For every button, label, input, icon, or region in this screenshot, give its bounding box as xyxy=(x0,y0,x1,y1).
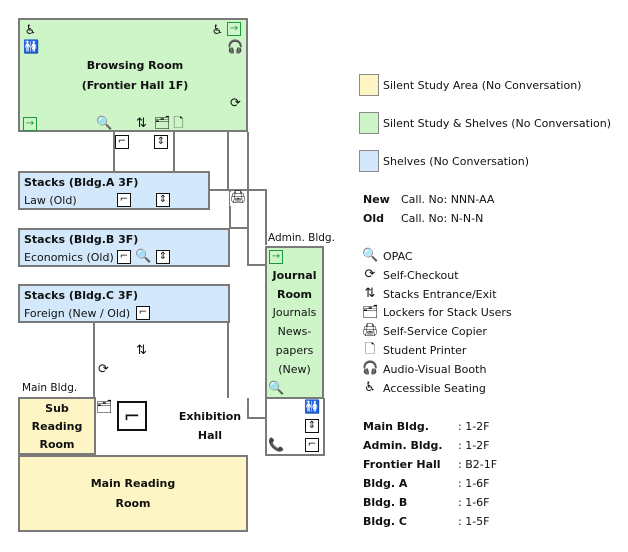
floor-name-c: Bldg. C xyxy=(363,515,407,528)
search-icon: 🔍 xyxy=(96,116,113,131)
entrance-icon: → xyxy=(269,250,283,264)
legend-icon-label-copier: Self-Service Copier xyxy=(383,325,487,338)
locker-icon: 🗂 xyxy=(154,116,171,131)
journal-room-journals: Journals xyxy=(272,306,317,319)
call-old-key: Old xyxy=(363,212,384,225)
floor-value-b: : 1-6F xyxy=(458,496,490,509)
browsing-room-title: Browsing Room xyxy=(86,59,184,72)
floor-name-a: Bldg. A xyxy=(363,477,408,490)
main-reading-room: Main Reading Room xyxy=(18,455,248,532)
main-reading-line1: Main Reading xyxy=(90,477,176,490)
main-reading-line2: Room xyxy=(115,497,151,510)
self-checkout-icon: ⟳ xyxy=(230,96,241,111)
stacks-c-title: Stacks (Bldg.C 3F) xyxy=(24,289,139,302)
journal-room-news: News- xyxy=(277,325,312,338)
copier-icon: 🖨 xyxy=(362,323,379,338)
stairs-icon: ⌐ xyxy=(115,135,129,149)
legend-icon-label-stacks: Stacks Entrance/Exit xyxy=(383,288,497,301)
restroom-icon: 🚻 xyxy=(23,40,40,55)
stairs-icon: ⌐ xyxy=(136,306,150,320)
copier-icon: 🖨 xyxy=(230,190,247,206)
stacks-c-room: Stacks (Bldg.C 3F) Foreign (New / Old) ⌐ xyxy=(18,284,230,323)
stacks-c-subtitle: Foreign (New / Old) xyxy=(24,307,131,320)
floor-name-admin: Admin. Bldg. xyxy=(363,439,443,452)
legend-area-3: Shelves (No Conversation) xyxy=(383,155,530,168)
floor-value-admin: : 1-2F xyxy=(458,439,490,452)
call-new-value: Call. No: NNN-AA xyxy=(401,193,495,206)
accessible-icon: ♿ xyxy=(24,23,37,38)
floor-value-main: : 1-2F xyxy=(458,420,490,433)
phone-icon: 📞 xyxy=(268,438,285,453)
journal-room-title: Journal xyxy=(272,269,317,282)
legend-swatch-yellow xyxy=(359,74,379,96)
elevator-icon: ⇕ xyxy=(154,135,168,149)
search-icon: 🔍 xyxy=(135,249,152,264)
sub-reading-line3: Room xyxy=(39,438,75,451)
call-new-key: New xyxy=(363,193,390,206)
legend-swatch-green xyxy=(359,112,379,134)
headphones-icon: 🎧 xyxy=(362,361,379,376)
sub-reading-line1: Sub xyxy=(45,402,69,415)
legend-icon-label-lockers: Lockers for Stack Users xyxy=(383,306,512,319)
stacks-b-subtitle: Economics (Old) xyxy=(24,251,114,264)
floor-value-c: : 1-5F xyxy=(458,515,490,528)
browsing-room-subtitle: (Frontier Hall 1F) xyxy=(81,79,189,92)
floor-name-main: Main Bldg. xyxy=(363,420,429,433)
exhibition-hall-line2: Hall xyxy=(197,429,223,442)
main-stairs-icon: ⌐ xyxy=(117,401,147,431)
stairs-icon: ⌐ xyxy=(117,250,131,264)
legend-swatch-blue xyxy=(359,150,379,172)
printer-icon: 🗋 xyxy=(173,116,184,131)
floor-name-b: Bldg. B xyxy=(363,496,408,509)
stacks-entrance-icon: ⇅ xyxy=(364,286,376,301)
floor-value-frontier: : B2-1F xyxy=(458,458,498,471)
locker-icon: 🗂 xyxy=(96,400,113,415)
stacks-entrance-icon: ⇅ xyxy=(136,343,147,358)
call-old-value: Call. No: N-N-N xyxy=(401,212,484,225)
browsing-room: Browsing Room (Frontier Hall 1F) ♿ 🚻 ♿ →… xyxy=(18,18,248,132)
stairs-icon: ⌐ xyxy=(117,193,131,207)
main-bldg-label: Main Bldg. xyxy=(22,382,78,394)
elevator-icon: ⇕ xyxy=(305,419,319,433)
locker-icon: 🗂 xyxy=(362,305,379,320)
legend-icon-label-checkout: Self-Checkout xyxy=(383,269,459,282)
search-icon: 🔍 xyxy=(268,381,285,396)
stacks-a-title: Stacks (Bldg.A 3F) xyxy=(24,176,139,189)
accessible-icon: ♿ xyxy=(211,23,224,38)
accessible-icon: ♿ xyxy=(364,380,376,395)
printer-icon: 🗋 xyxy=(364,342,376,357)
stairs-icon: ⌐ xyxy=(305,438,319,452)
legend-area-2: Silent Study & Shelves (No Conversation) xyxy=(383,117,612,130)
journal-room-papers: papers xyxy=(275,344,314,357)
exhibition-hall-line1: Exhibition xyxy=(178,410,242,423)
stacks-entrance-icon: ⇅ xyxy=(136,116,147,131)
elevator-icon: ⇕ xyxy=(156,193,170,207)
legend-area-1: Silent Study Area (No Conversation) xyxy=(383,79,582,92)
restroom-icon: 🚻 xyxy=(304,400,321,415)
journal-room: → Journal Room Journals News- papers (Ne… xyxy=(265,246,324,399)
floor-value-a: : 1-6F xyxy=(458,477,490,490)
legend-icon-label-printer: Student Printer xyxy=(383,344,467,357)
legend-icon-label-av: Audio-Visual Booth xyxy=(383,363,487,376)
legend-icon-label-accessible: Accessible Seating xyxy=(383,382,486,395)
floor-name-frontier: Frontier Hall xyxy=(363,458,441,471)
entrance-icon: → xyxy=(23,117,37,131)
self-checkout-icon: ⟳ xyxy=(364,267,376,282)
stacks-b-title: Stacks (Bldg.B 3F) xyxy=(24,233,139,246)
stacks-a-subtitle: Law (Old) xyxy=(24,194,77,207)
legend-icon-label-opac: OPAC xyxy=(383,250,413,263)
headphones-icon: 🎧 xyxy=(227,40,244,55)
journal-room-new: (New) xyxy=(278,363,311,376)
admin-bldg-label: Admin. Bldg. xyxy=(268,232,335,244)
stacks-b-room: Stacks (Bldg.B 3F) Economics (Old) ⌐ 🔍 ⇕ xyxy=(18,228,230,267)
search-icon: 🔍 xyxy=(362,248,379,263)
self-checkout-icon: ⟳ xyxy=(98,362,109,377)
entrance-icon: → xyxy=(227,22,241,36)
elevator-icon: ⇕ xyxy=(156,250,170,264)
sub-reading-line2: Reading xyxy=(31,420,83,433)
journal-room-title-2: Room xyxy=(276,288,313,301)
stacks-a-room: Stacks (Bldg.A 3F) Law (Old) ⌐ ⇕ xyxy=(18,171,210,210)
sub-reading-room: Sub Reading Room xyxy=(18,397,96,455)
